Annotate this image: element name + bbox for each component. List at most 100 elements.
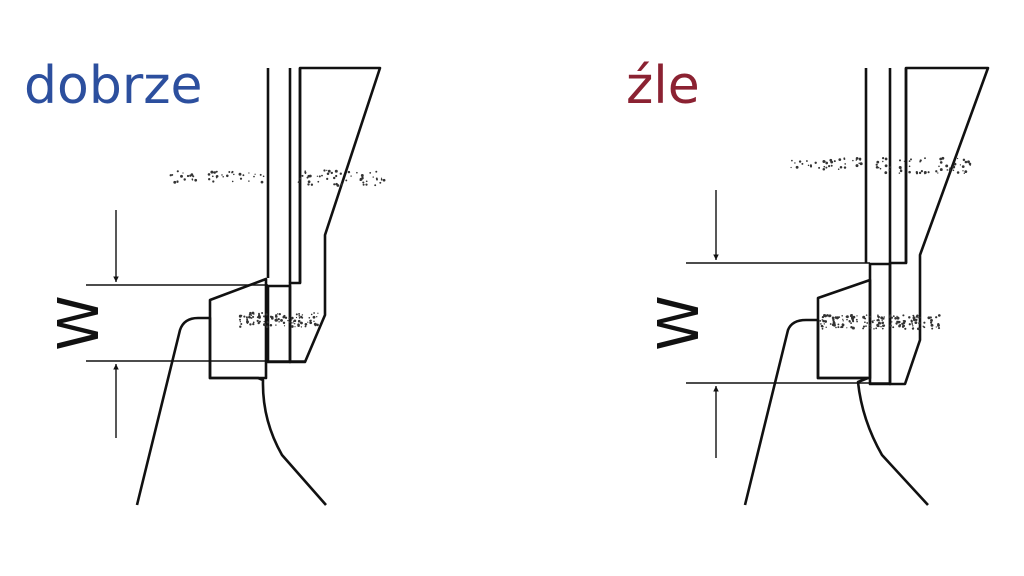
particle [829, 158, 833, 162]
particle [920, 169, 924, 173]
particle [959, 164, 962, 166]
particle [915, 318, 918, 322]
particle [261, 311, 264, 315]
particle [240, 323, 243, 325]
particle [295, 316, 298, 319]
particle [194, 178, 198, 182]
particle [852, 159, 854, 162]
particle [871, 321, 874, 324]
particle [299, 177, 302, 180]
particle [892, 326, 895, 329]
particle [248, 172, 250, 174]
contact-strip-bad [868, 262, 892, 386]
particle [882, 317, 885, 320]
particle [856, 320, 858, 323]
particle [269, 323, 273, 327]
particle [332, 176, 336, 180]
particle [819, 320, 822, 322]
particle [946, 169, 949, 171]
particle [967, 160, 970, 164]
particle [298, 314, 301, 317]
particle [889, 166, 892, 169]
particle [275, 324, 277, 326]
particle [948, 168, 952, 172]
particle [903, 160, 906, 162]
particle [881, 327, 884, 330]
particle [875, 165, 879, 169]
particle [914, 321, 918, 324]
particle [898, 166, 902, 169]
particle [839, 166, 843, 169]
particle [833, 323, 836, 327]
particle [935, 326, 937, 328]
particle [939, 168, 943, 172]
particle [369, 171, 372, 174]
particle [263, 323, 266, 327]
seal-ring-bad [816, 278, 872, 380]
dimension-label-bad: W [647, 295, 712, 350]
particle [798, 160, 802, 163]
particle [298, 317, 301, 319]
tube-walls-bad [864, 68, 908, 263]
particle [253, 175, 255, 178]
particle [952, 169, 955, 172]
particle [304, 325, 307, 328]
particle [171, 173, 174, 176]
particle [902, 319, 905, 322]
particle [917, 317, 919, 319]
particle [924, 173, 926, 175]
particle [283, 325, 286, 327]
particle [851, 326, 855, 330]
particle [339, 172, 342, 175]
particle [912, 327, 914, 330]
particle [307, 321, 309, 323]
particle [875, 163, 878, 166]
particle [953, 162, 957, 166]
particle [910, 158, 912, 161]
particle [826, 314, 829, 317]
particle [313, 312, 315, 314]
particle [380, 177, 383, 179]
particle [260, 180, 264, 184]
particle [183, 178, 186, 181]
particle [824, 160, 826, 163]
particle [908, 165, 911, 168]
particle [904, 327, 907, 330]
panel-good: dobrze W [24, 56, 386, 506]
particle [246, 322, 249, 325]
particle [927, 171, 930, 174]
particle [304, 322, 308, 326]
particle [898, 324, 901, 328]
particle [838, 158, 842, 161]
particle [859, 159, 861, 161]
particle [265, 313, 268, 316]
particle [875, 327, 878, 330]
particle [898, 172, 901, 174]
particle [845, 315, 849, 319]
particle [841, 315, 843, 317]
particle [248, 316, 251, 319]
particle [317, 180, 320, 183]
particle [937, 314, 941, 317]
particle [902, 314, 905, 317]
particle [862, 325, 866, 328]
particle [923, 326, 926, 329]
particle [842, 320, 844, 322]
particle [899, 169, 903, 173]
particle [248, 313, 251, 316]
particle [333, 183, 336, 186]
particle [894, 317, 897, 320]
particle [326, 169, 328, 172]
particle [908, 170, 911, 174]
particle [814, 161, 817, 164]
particle [824, 320, 828, 323]
particle [212, 180, 215, 183]
particle [262, 175, 265, 178]
particle [939, 161, 943, 164]
particle [321, 174, 323, 177]
particle [873, 328, 875, 330]
particle [249, 323, 252, 326]
particle [822, 319, 825, 323]
particle [362, 181, 365, 184]
particle [309, 321, 313, 325]
